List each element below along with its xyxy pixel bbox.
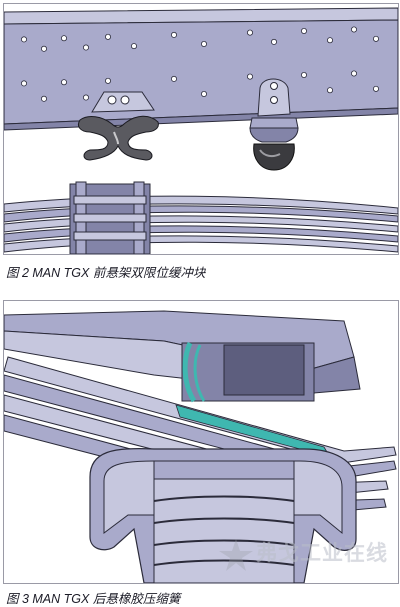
frame-hole [20, 36, 27, 43]
frame-hole [350, 70, 357, 77]
frame-hole [246, 29, 253, 36]
figure-rear-suspension-rubber-spring: 弗戈工业在线 [3, 300, 399, 584]
frame-hole [246, 73, 253, 80]
frame-hole [105, 77, 112, 84]
frame-hole [131, 43, 138, 50]
frame-hole [326, 87, 333, 94]
frame-hole [20, 80, 27, 87]
frame-hole [326, 37, 333, 44]
frame-hole [170, 31, 177, 38]
frame-hole [83, 94, 90, 101]
figure-2-caption: 图 2 MAN TGX 前悬架双限位缓冲块 [6, 266, 206, 280]
frame-hole [300, 27, 307, 34]
frame-hole [300, 72, 307, 79]
right-bump-stop [249, 78, 299, 171]
front-suspension-cad-drawing [4, 4, 398, 254]
frame-hole [61, 35, 68, 42]
frame-hole [200, 41, 207, 48]
watermark-text: 弗戈工业在线 [256, 541, 388, 565]
watermark-star-icon [219, 539, 253, 571]
frame-hole [41, 95, 48, 102]
frame-hole [372, 35, 379, 42]
frame-hole [61, 79, 68, 86]
frame-hole [105, 33, 112, 40]
rubber-spring-body [89, 447, 357, 583]
figure-3-caption: 图 3 MAN TGX 后悬橡胶压缩簧 [6, 592, 181, 606]
rear-suspension-cad-drawing [4, 301, 398, 583]
left-bump-stop [77, 91, 159, 161]
frame-hole [270, 38, 277, 45]
leaf-spring-pack [4, 181, 398, 254]
upper-chassis-members [4, 310, 361, 403]
frame-hole [41, 45, 48, 52]
frame-hole [170, 75, 177, 82]
frame-hole [200, 91, 207, 98]
figure-front-suspension-bump-stops [3, 3, 399, 255]
frame-hole [350, 26, 357, 33]
frame-hole [372, 85, 379, 92]
frame-hole [83, 44, 90, 51]
frame-top-flange [4, 7, 398, 25]
